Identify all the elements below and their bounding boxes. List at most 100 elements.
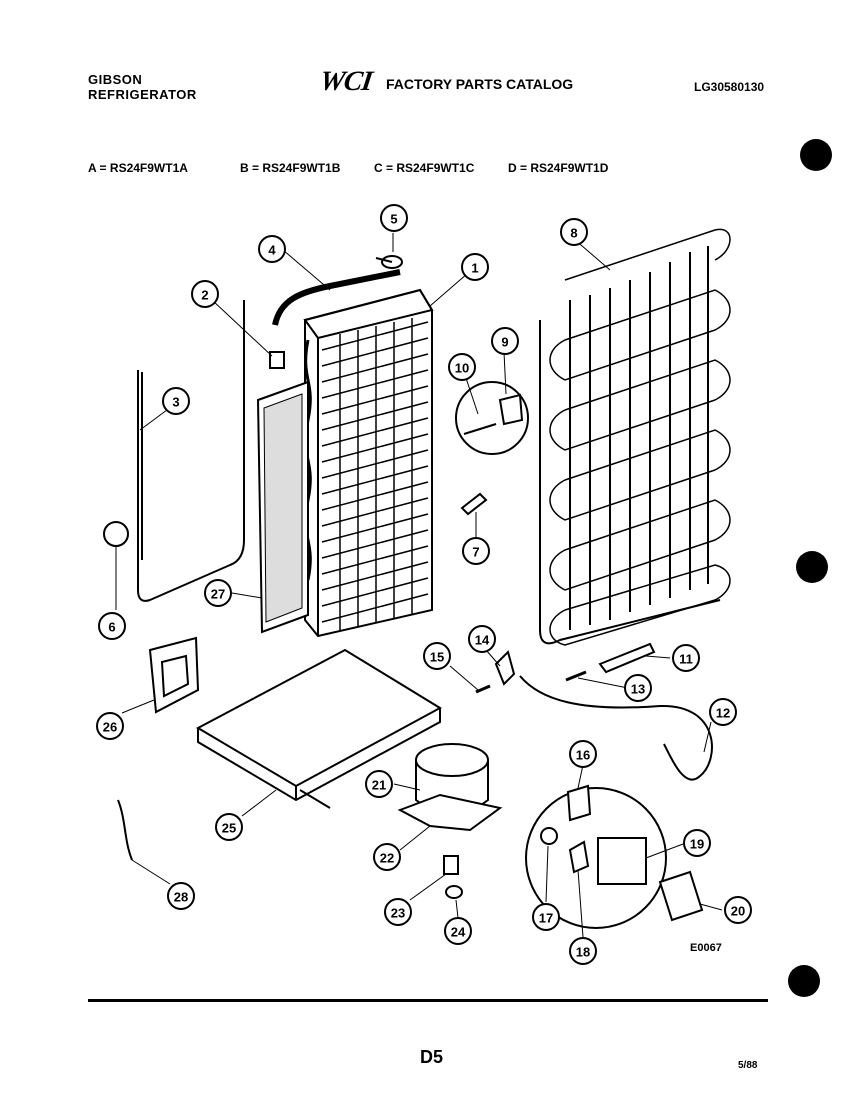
callout-12: 12	[709, 698, 737, 726]
callout-6: 6	[98, 612, 126, 640]
callout-label: 24	[451, 925, 466, 940]
evaporator-cover-drawing	[256, 380, 309, 634]
punch-hole-top	[800, 139, 832, 171]
callout-circle	[167, 882, 195, 910]
callout-circle	[491, 327, 519, 355]
callout-4: 4	[258, 235, 286, 263]
callout-label: 25	[222, 821, 236, 836]
punch-hole-middle	[796, 551, 828, 583]
callout-circle	[373, 843, 401, 871]
callout-3: 3	[162, 387, 190, 415]
callout-circle	[461, 253, 489, 281]
callout-circle	[191, 280, 219, 308]
callout-15: 15	[423, 642, 451, 670]
callout-23: 23	[384, 898, 412, 926]
callout-27: 27	[204, 579, 232, 607]
callout-label: 10	[455, 361, 469, 376]
page-number: D5	[420, 1047, 444, 1067]
callout-label: 2	[201, 288, 208, 303]
compressor-drawing	[397, 743, 503, 899]
callout-circle	[560, 218, 588, 246]
model-c: C = RS24F9WT1C	[374, 161, 475, 175]
callout-circle	[96, 712, 124, 740]
callout-label: 26	[103, 720, 117, 735]
figure-code: E0067	[690, 942, 722, 954]
callout-label: 6	[108, 620, 115, 635]
callout-2: 2	[191, 280, 219, 308]
callout-circle	[462, 537, 490, 565]
condenser-drawing	[539, 228, 731, 646]
callout-circle	[162, 387, 190, 415]
callout-label: 13	[631, 682, 645, 697]
callout-label: 20	[731, 904, 745, 919]
callout-5: 5	[380, 204, 408, 232]
callout-circle	[672, 644, 700, 672]
callout-label: 1	[471, 261, 478, 276]
callout-label: 4	[268, 243, 276, 258]
model-b: B = RS24F9WT1B	[240, 161, 341, 175]
callout-9: 9	[491, 327, 519, 355]
callout-label: 22	[380, 851, 394, 866]
base-pan-drawing	[195, 648, 443, 809]
catalog-code: LG30580130	[694, 80, 765, 94]
callout-13: 13	[624, 674, 652, 702]
callout-20: 20	[724, 896, 752, 924]
callout-22: 22	[373, 843, 401, 871]
punch-hole-bottom	[788, 965, 820, 997]
callout-circle	[624, 674, 652, 702]
callout-label: 7	[472, 545, 479, 560]
callout-label: 19	[690, 837, 704, 852]
callout-circle	[724, 896, 752, 924]
callout-circle	[448, 353, 476, 381]
callout-7: 7	[462, 537, 490, 565]
callout-label: 8	[570, 226, 577, 241]
callout-label: 5	[390, 212, 397, 227]
callout-circle	[683, 829, 711, 857]
callout-circle	[258, 235, 286, 263]
callout-circle	[709, 698, 737, 726]
evaporator-drawing	[303, 288, 434, 638]
callout-circle	[532, 903, 560, 931]
callout-label: 16	[576, 748, 590, 763]
revision-date: 5/88	[738, 1060, 758, 1071]
callout-11: 11	[672, 644, 700, 672]
callout-10: 10	[448, 353, 476, 381]
model-a: A = RS24F9WT1A	[88, 161, 188, 175]
callout-label: 15	[430, 650, 444, 665]
callout-28: 28	[167, 882, 195, 910]
callout-circle	[423, 642, 451, 670]
catalog-title: FACTORY PARTS CATALOG	[386, 76, 574, 92]
callout-26: 26	[96, 712, 124, 740]
callout-circle	[468, 625, 496, 653]
callout-25: 25	[215, 813, 243, 841]
callout-17: 17	[532, 903, 560, 931]
brand-line-2: REFRIGERATOR	[88, 87, 197, 102]
callout-label: 3	[172, 395, 179, 410]
callout-circle	[98, 612, 126, 640]
callout-circle	[444, 917, 472, 945]
callout-label: 27	[211, 587, 225, 602]
callout-label: 17	[539, 911, 553, 926]
callout-label: 21	[372, 778, 386, 793]
callout-label: 23	[391, 906, 405, 921]
callout-label: 9	[501, 335, 508, 350]
callout-14: 14	[468, 625, 496, 653]
callout-1: 1	[461, 253, 489, 281]
callout-19: 19	[683, 829, 711, 857]
callout-21: 21	[365, 770, 393, 798]
callout-8: 8	[560, 218, 588, 246]
callout-circle	[365, 770, 393, 798]
model-d: D = RS24F9WT1D	[508, 161, 609, 175]
callout-circle	[215, 813, 243, 841]
callout-18: 18	[569, 937, 597, 965]
footer-rule	[88, 999, 768, 1002]
callout-label: 11	[679, 652, 693, 667]
callout-circle	[380, 204, 408, 232]
callout-24: 24	[444, 917, 472, 945]
callout-16: 16	[569, 740, 597, 768]
callout-label: 18	[576, 945, 590, 960]
brand-name: GIBSON REFRIGERATOR	[88, 72, 197, 102]
callout-circle	[569, 740, 597, 768]
callout-circle	[384, 898, 412, 926]
callout-circle	[569, 937, 597, 965]
